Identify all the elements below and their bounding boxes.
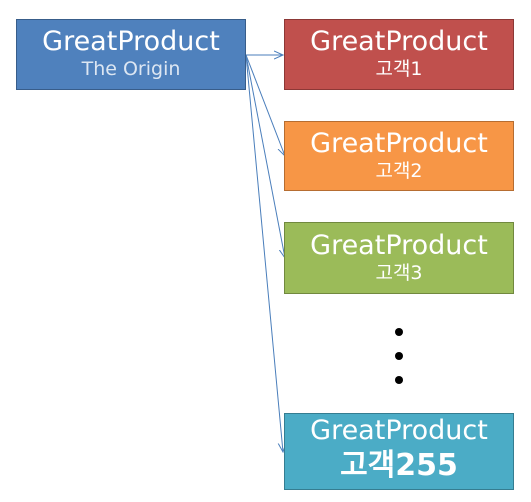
- origin-subtitle: The Origin: [81, 58, 181, 80]
- customer-3-title: GreatProduct: [310, 230, 488, 261]
- customer-1-title: GreatProduct: [310, 26, 488, 57]
- ellipsis-dot: [395, 352, 403, 360]
- customer-box-2: GreatProduct 고객2: [284, 121, 514, 191]
- arrow-to-customer-255: [245, 54, 283, 452]
- customer-box-3: GreatProduct 고객3: [284, 222, 514, 294]
- customer-2-label: 고객2: [375, 160, 423, 182]
- ellipsis-dot: [395, 376, 403, 384]
- customer-255-label: 고객255: [340, 448, 458, 483]
- origin-box: GreatProduct The Origin: [16, 19, 246, 90]
- ellipsis-dot: [395, 328, 403, 336]
- arrow-to-customer-3: [245, 54, 285, 258]
- customer-3-label: 고객3: [375, 262, 423, 284]
- customer-box-255: GreatProduct 고객255: [284, 413, 514, 490]
- origin-title: GreatProduct: [42, 26, 220, 57]
- customer-box-1: GreatProduct 고객1: [284, 19, 514, 90]
- vertical-ellipsis: [392, 328, 406, 400]
- customer-2-title: GreatProduct: [310, 128, 488, 159]
- arrow-to-customer-2: [245, 54, 285, 156]
- customer-1-label: 고객1: [375, 58, 423, 80]
- customer-255-title: GreatProduct: [310, 415, 488, 446]
